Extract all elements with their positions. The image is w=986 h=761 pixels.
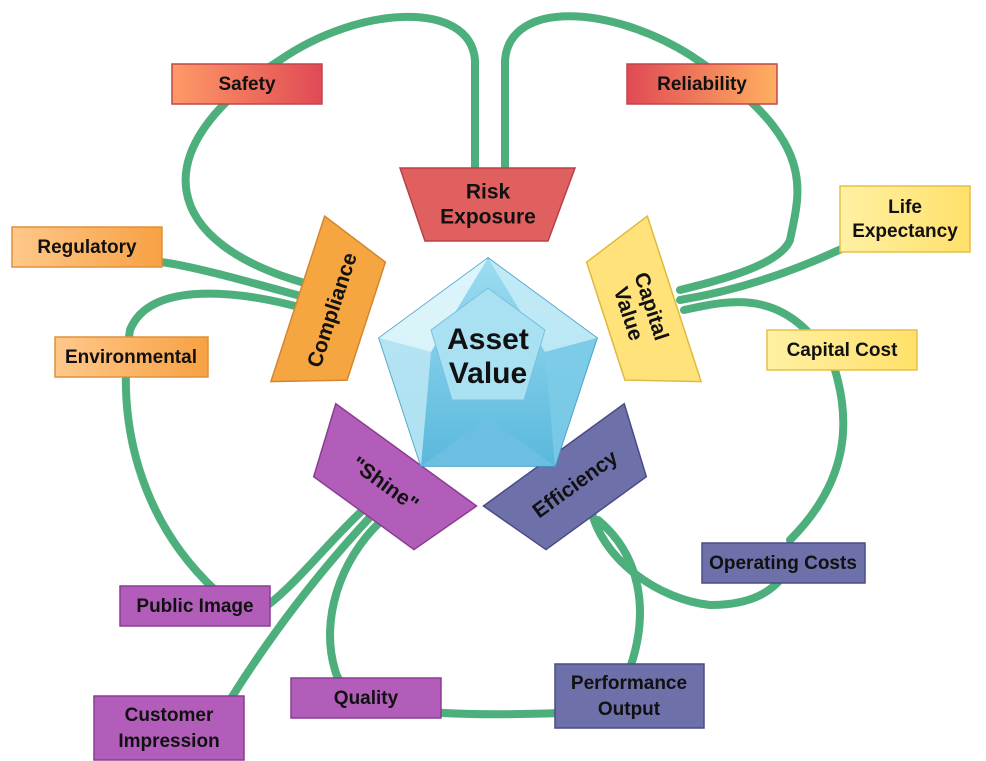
label-line: Output [598, 699, 661, 720]
label-line: Risk [466, 180, 511, 203]
connector-customer-impression-shine [226, 511, 376, 704]
category-risk-exposure-shape [398, 167, 577, 242]
label-line: Quality [334, 688, 399, 709]
label-line: Life [888, 197, 922, 218]
label-line: Exposure [440, 205, 536, 228]
factor-customer-impression-box [93, 695, 245, 761]
core-facet [488, 258, 597, 352]
factor-operating-costs-box [701, 542, 866, 584]
factor-public-image: Public Image [119, 585, 271, 627]
label-line: Asset [447, 323, 529, 356]
factor-regulatory: Regulatory [11, 226, 163, 268]
factor-public-image-box [119, 585, 271, 627]
factor-quality-box [290, 677, 442, 719]
label-line: Public Image [136, 596, 253, 617]
label-line: Operating Costs [709, 553, 857, 574]
factor-public-image-label: Public Image [136, 596, 253, 617]
category-compliance-shape [269, 214, 387, 383]
factor-reliability: Reliability [626, 63, 778, 105]
connector-regulatory-compliance [156, 258, 312, 302]
connector-reliability-risk [501, 12, 802, 294]
category-compliance: Compliance [269, 214, 387, 383]
label-line: Customer [125, 705, 214, 726]
label-line: Value [449, 357, 527, 390]
factor-safety-label: Safety [218, 74, 275, 95]
label-line: Impression [118, 731, 219, 752]
connector-quality-shine [326, 518, 564, 719]
factor-operating-costs: Operating Costs [701, 542, 866, 584]
factor-environmental-box [54, 336, 209, 378]
factor-reliability-box [626, 63, 778, 105]
label-line: Capital Cost [787, 340, 899, 361]
factor-safety-box [171, 63, 323, 105]
factor-life-expectancy-box [839, 185, 971, 253]
factor-quality-label: Quality [334, 688, 399, 709]
category-shine: "Shine" [312, 402, 478, 551]
core-pentagon-inner [430, 287, 546, 401]
category-shine-shape [312, 402, 478, 551]
factor-quality: Quality [290, 677, 442, 719]
category-capital-value-shape [585, 214, 703, 383]
factor-capital-cost-label: Capital Cost [787, 340, 899, 361]
label-line: Safety [218, 74, 275, 95]
label-line: Reliability [657, 74, 747, 95]
factor-performance-output-box [554, 663, 705, 729]
core-facet [379, 258, 488, 352]
label-line: Regulatory [37, 237, 137, 258]
label-line: Performance [571, 673, 687, 694]
core-facet [379, 338, 431, 466]
factor-environmental-label: Environmental [65, 347, 197, 368]
category-efficiency: Efficiency [482, 402, 648, 551]
connector-public-image-shine [264, 504, 369, 609]
label-line: Environmental [65, 347, 197, 368]
core-facet [421, 418, 555, 466]
factor-safety: Safety [171, 63, 323, 105]
connector-lines [121, 12, 864, 719]
factor-capital-cost: Capital Cost [766, 329, 918, 371]
connector-performance-output-efficiency [594, 516, 644, 672]
factor-reliability-label: Reliability [657, 74, 747, 95]
factor-regulatory-label: Regulatory [37, 237, 137, 258]
category-efficiency-shape [482, 402, 648, 551]
core-facet [545, 338, 597, 466]
factor-environmental: Environmental [54, 336, 209, 378]
connector-life-expectancy-capital [676, 236, 864, 304]
label-line: Expectancy [852, 221, 958, 242]
factor-operating-costs-label: Operating Costs [709, 553, 857, 574]
factor-regulatory-box [11, 226, 163, 268]
factor-capital-cost-box [766, 329, 918, 371]
category-capital-value: CapitalValue [585, 214, 703, 383]
connector-operating-costs-efficiency [586, 501, 794, 609]
